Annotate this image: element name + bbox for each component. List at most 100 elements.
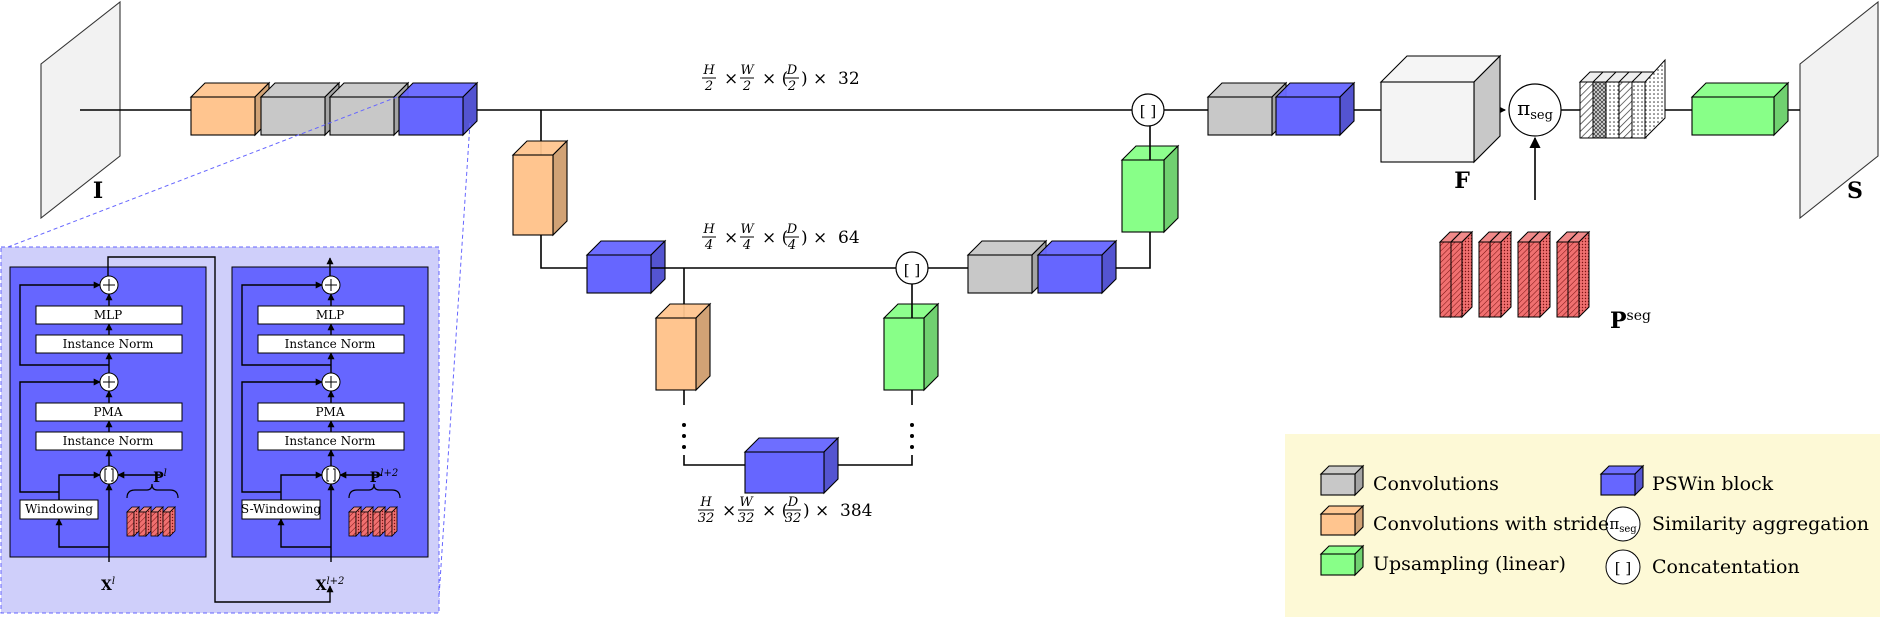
legend-pswin-swatch-front: [1600, 473, 1636, 496]
stem-stride-block-front: [190, 96, 256, 136]
proto-front: [1450, 241, 1463, 318]
left-concat-sign: [104, 468, 114, 482]
stem-conv-block-2-front: [329, 96, 395, 136]
legend-bracket-symbol: [ ]: [1615, 559, 1631, 577]
right-pma-label: PMA: [315, 405, 344, 419]
left-norm1-label: Instance Norm: [63, 434, 154, 448]
legend-pswin-swatch: [1599, 464, 1645, 497]
features-label: F: [1454, 168, 1470, 194]
proto-front: [1439, 241, 1452, 318]
left-mini-proto: [126, 511, 135, 537]
ellipsis-dot: [682, 434, 686, 438]
stem-stride-block: [189, 81, 271, 137]
tail-pswin-block-front: [1275, 96, 1341, 136]
l2-pswin-block-2-front: [1037, 254, 1103, 294]
left-mini-proto-side: [133, 506, 140, 537]
proto-side: [1461, 230, 1473, 319]
legend-concat-swatch: [1605, 549, 1641, 585]
right-mini-proto-side: [391, 506, 398, 537]
right-skip-1: [241, 378, 323, 493]
text-layer: I S F Pseg πseg [ ] [ ] H 2 × W 2 × ( D …: [25, 63, 1869, 594]
legend-upsample-swatch-front: [1320, 553, 1356, 576]
proto-side: [1539, 230, 1551, 319]
right-input-to-window: [277, 518, 331, 548]
svg-text:) ×: ) ×: [801, 69, 827, 89]
zoom-line-right: [437, 122, 471, 613]
l5-path-right: [824, 455, 913, 466]
l3-stride-block-side: [695, 302, 711, 392]
legend-concat-label: Concatentation: [1652, 556, 1800, 578]
left-mini-proto: [162, 511, 171, 537]
legend-pi-symbol: πseg: [1609, 515, 1637, 535]
block-detail-panel: [0, 246, 440, 614]
svg-text:) ×: ) ×: [801, 228, 827, 248]
left-skip-2: [19, 281, 109, 366]
class-map-stack: [1578, 58, 1666, 140]
svg-text:W: W: [740, 63, 755, 78]
dim-label-level2: H 4 × W 4 × ( D 4 ) × 64: [702, 222, 860, 253]
output-upsample-block-top: [1690, 82, 1790, 98]
left-proto-brace: [126, 483, 179, 499]
tail-conv-block: [1206, 81, 1288, 137]
ellipsis-dot: [682, 423, 686, 427]
svg-text:32: 32: [698, 511, 715, 526]
concat-circle-top: [1131, 93, 1165, 127]
dim-label-level1: H 2 × W 2 × ( D 2 ) × 32: [702, 63, 860, 94]
legend-stride-swatch: [1319, 504, 1365, 537]
l2-upsample-block-side: [1163, 144, 1179, 234]
bottleneck-pswin-block-front: [744, 451, 825, 494]
bottleneck-pswin-block: [743, 436, 840, 495]
similarity-label: πseg: [1517, 96, 1553, 123]
left-proto-label: Pl: [153, 468, 167, 486]
ellipsis-dot: [910, 423, 914, 427]
left-mini-proto: [138, 511, 147, 537]
legend-conv-swatch: [1319, 464, 1365, 497]
stack-slice: [1618, 81, 1634, 139]
bottleneck-pswin-block-top: [743, 437, 840, 453]
stack-side: [1644, 58, 1666, 140]
proto-side: [1578, 230, 1590, 319]
svg-text:H: H: [702, 63, 715, 78]
ellipsis-dot: [682, 445, 686, 449]
l2-stride-block-front: [512, 154, 554, 236]
proto-front: [1556, 241, 1569, 318]
stack-slice: [1631, 81, 1647, 139]
left-concat: [99, 465, 119, 485]
svg-text:W: W: [740, 222, 755, 237]
left-mini-proto: [150, 511, 159, 537]
legend-upsample-swatch: [1319, 544, 1365, 577]
stem-conv-block-1: [259, 81, 341, 137]
right-mini-proto-side: [379, 506, 386, 537]
svg-text:D: D: [787, 495, 799, 510]
features-cube: [1379, 54, 1502, 164]
right-mini-proto: [348, 511, 357, 537]
stem-conv-block-1-front: [260, 96, 326, 136]
left-input-label: Xl: [101, 576, 115, 594]
right-mini-proto: [360, 511, 369, 537]
legend-upsample-label: Upsampling (linear): [1373, 553, 1566, 575]
stack-slice: [1592, 81, 1608, 139]
left-pma-label: PMA: [93, 405, 122, 419]
tail-conv-block-front: [1207, 96, 1273, 136]
l3-stride-block: [654, 302, 712, 392]
left-mini-proto-side: [157, 506, 164, 537]
left-input-to-window: [55, 518, 109, 548]
prototypes-label: Pseg: [1610, 308, 1651, 334]
svg-text:×: ×: [724, 228, 738, 248]
l5-path-left: [683, 455, 745, 466]
svg-text:H: H: [702, 222, 715, 237]
ellipsis-dot: [910, 445, 914, 449]
svg-text:32: 32: [785, 511, 802, 526]
concat-label-mid: [ ]: [904, 261, 920, 279]
stem-pswin-block-front: [398, 96, 464, 136]
proto-front: [1528, 241, 1541, 318]
svg-text:H: H: [699, 495, 712, 510]
svg-text:32: 32: [738, 511, 755, 526]
output-label: S: [1847, 178, 1863, 204]
legend: [1285, 434, 1880, 617]
legend-bg: [1285, 434, 1880, 617]
right-concat-sign: [326, 468, 336, 482]
svg-text:4: 4: [742, 238, 751, 253]
right-proto-brace: [348, 483, 401, 499]
right-concat: [321, 465, 341, 485]
